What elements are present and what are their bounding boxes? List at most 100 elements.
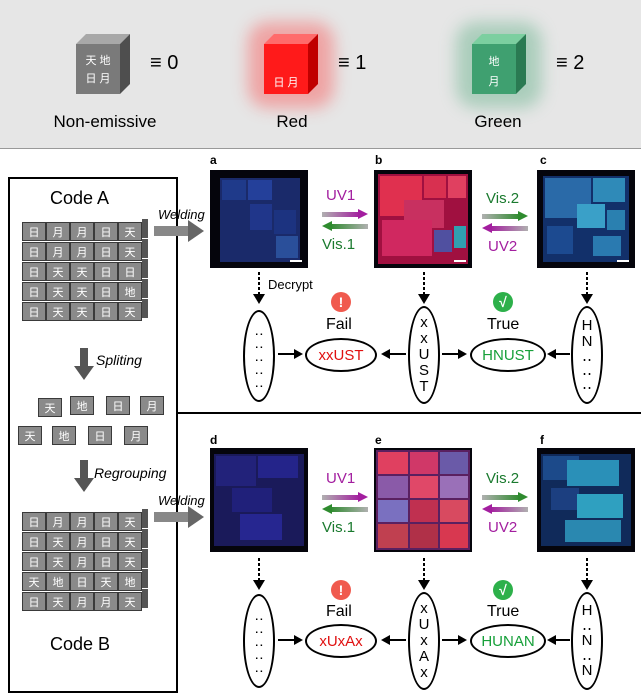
legend-equiv-2: ≡ 2 [556, 52, 585, 74]
vis1-label-bottom: Vis.1 [322, 519, 356, 536]
code-a-cell: 日 [22, 242, 46, 261]
code-a-cell: 天 [46, 302, 70, 321]
split-piece: 天 [38, 398, 62, 417]
arrow-right-icon [442, 635, 467, 645]
code-b-cell: 日 [94, 552, 118, 571]
photo-d [210, 448, 308, 552]
code-a-cell: 天 [118, 242, 142, 261]
code-a-cell: 月 [70, 222, 94, 241]
legend-label-red: Red [276, 112, 308, 131]
fail-word-top: xxUST [305, 338, 377, 372]
panel-letter-c: c [540, 153, 547, 167]
split-piece: 月 [140, 396, 164, 415]
code-a-cell: 天 [46, 282, 70, 301]
code-a-cell: 月 [70, 242, 94, 261]
code-a-cell: 日 [22, 302, 46, 321]
decrypt-arrow-f-icon [581, 558, 593, 590]
switch-arrows-ef-icon [482, 492, 528, 514]
split-piece: 地 [70, 396, 94, 415]
photo-f [537, 448, 635, 552]
fail-label-top: Fail [326, 316, 352, 333]
panel-letter-d: d [210, 433, 218, 447]
code-b-cube-side [142, 549, 148, 568]
code-a-cell: 日 [94, 262, 118, 281]
legend-equiv-0: ≡ 0 [150, 52, 179, 74]
arrow-right-icon [278, 635, 303, 645]
photo-a [210, 170, 308, 268]
true-label-top: True [487, 316, 520, 333]
red-cube-glyphs: 日 月 [273, 77, 299, 89]
regrouping-label: Regrouping [94, 465, 167, 481]
code-a-cell: 日 [118, 262, 142, 281]
code-b-cell: 日 [22, 512, 46, 531]
code-a-cell: 日 [94, 282, 118, 301]
sequence-f: H‥N‥N [571, 592, 603, 690]
panel-letter-e: e [375, 433, 382, 447]
scale-bar [454, 260, 466, 262]
code-a-cube-side [142, 239, 148, 258]
switch-arrows-de-icon [322, 492, 368, 514]
spliting-arrow-icon [74, 348, 94, 380]
code-b-cell: 日 [22, 592, 46, 611]
decrypt-arrow-e-icon [418, 558, 430, 590]
regrouping-arrow-icon [74, 460, 94, 492]
arrow-left-icon [547, 635, 570, 645]
code-b-cell: 月 [70, 592, 94, 611]
code-a-cell: 月 [46, 242, 70, 261]
decrypt-arrow-c-icon [581, 272, 593, 304]
fail-word-bottom: xUxAx [305, 624, 377, 658]
code-b-cell: 日 [94, 512, 118, 531]
code-a-cell: 日 [94, 242, 118, 261]
code-b-cube-side [142, 509, 148, 528]
scale-bar [617, 260, 629, 262]
legend-divider [0, 148, 641, 149]
welding-arrow-top-icon [154, 220, 204, 242]
green-cube-glyphs: 地月 [488, 56, 500, 88]
sequence-d: ‥‥‥‥‥ [243, 594, 275, 688]
welding-arrow-bottom-icon [154, 506, 204, 528]
arrow-right-icon [278, 349, 303, 359]
scale-bar [290, 260, 302, 262]
photo-c [537, 170, 635, 268]
code-a-cell: 日 [94, 222, 118, 241]
true-badge-bottom: √ [493, 580, 513, 600]
code-a-cell: 日 [22, 282, 46, 301]
code-b-cube-side [142, 569, 148, 588]
uv2-label-top: UV2 [488, 238, 518, 255]
legend-label-non-emissive: Non-emissive [53, 112, 157, 131]
legend-equiv-1: ≡ 1 [338, 52, 367, 74]
code-a-cell: 地 [118, 282, 142, 301]
split-piece: 月 [124, 426, 148, 445]
code-a-cell: 日 [22, 262, 46, 281]
code-a-cell: 月 [46, 222, 70, 241]
switch-arrows-ab-icon [322, 209, 368, 231]
fail-badge-top: ! [331, 292, 351, 312]
non-emissive-cube-glyphs: 天 地 日 月 [85, 55, 111, 85]
code-b-cell: 天 [94, 572, 118, 591]
photo-e [374, 448, 472, 552]
vis1-label-top: Vis.1 [322, 236, 356, 253]
split-piece: 地 [52, 426, 76, 445]
code-a-cell: 天 [118, 302, 142, 321]
decrypt-arrow-b-icon [418, 272, 430, 304]
code-b-cell: 日 [70, 572, 94, 591]
code-a-cell: 天 [70, 302, 94, 321]
decrypt-label: Decrypt [268, 277, 313, 292]
code-a-cube-side [142, 219, 148, 238]
code-b-cell: 日 [22, 552, 46, 571]
code-b-cell: 月 [46, 512, 70, 531]
switch-arrows-bc-icon [482, 211, 528, 233]
code-a-cell: 日 [94, 302, 118, 321]
uv1-label-top: UV1 [326, 187, 356, 204]
vis2-label-top: Vis.2 [486, 190, 520, 207]
code-a-cell: 天 [118, 222, 142, 241]
decrypt-arrow-a-icon [253, 272, 265, 304]
arrow-left-icon [547, 349, 570, 359]
code-b-cell: 天 [46, 532, 70, 551]
code-b-cell: 月 [70, 532, 94, 551]
code-b-cell: 日 [94, 532, 118, 551]
code-b-cell: 日 [22, 532, 46, 551]
